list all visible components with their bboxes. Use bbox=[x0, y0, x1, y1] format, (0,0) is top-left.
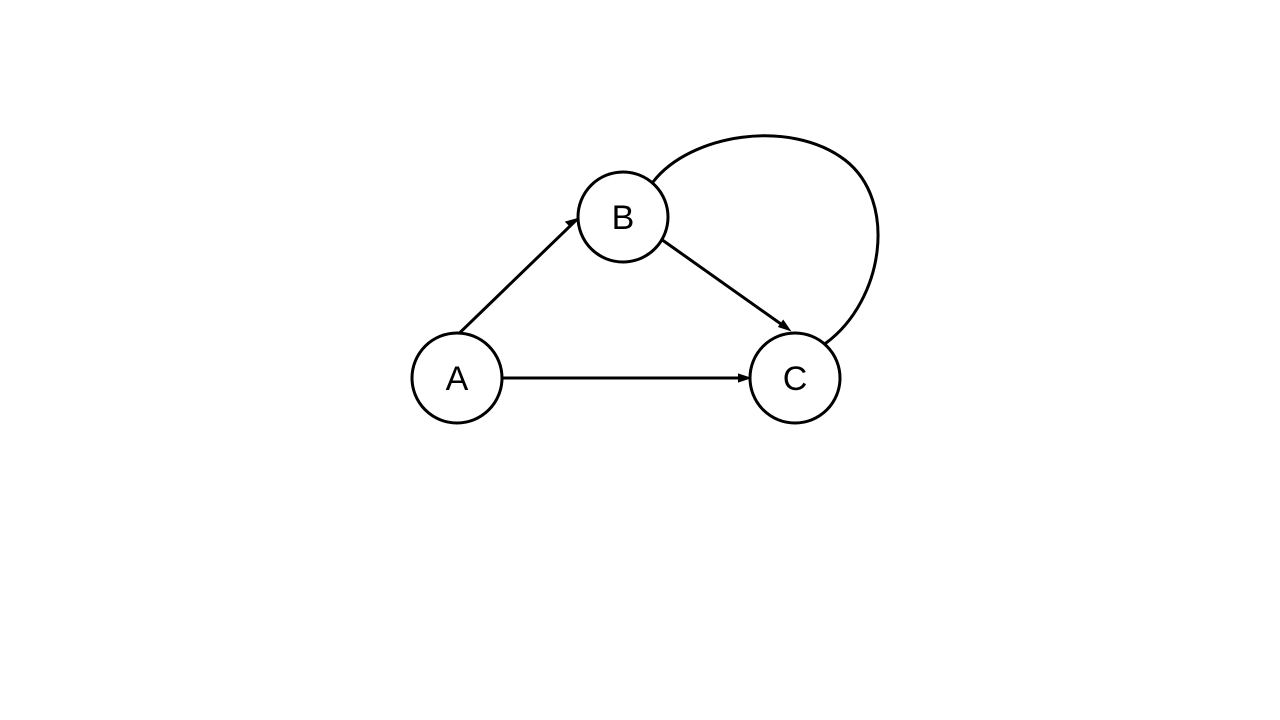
nodes-layer: A B C bbox=[410, 170, 842, 425]
edge-b-to-c-straight-path[interactable] bbox=[660, 238, 788, 330]
node-b[interactable]: B bbox=[576, 170, 670, 264]
node-a[interactable]: A bbox=[410, 331, 504, 425]
node-c-circle[interactable] bbox=[748, 331, 842, 425]
edges-layer bbox=[457, 134, 880, 383]
edge-b-to-c-curved[interactable] bbox=[651, 134, 880, 345]
edge-a-to-b-arrowhead-icon bbox=[564, 217, 579, 228]
edge-b-to-c-curved-path[interactable] bbox=[651, 134, 880, 345]
edge-a-to-c[interactable] bbox=[502, 373, 752, 383]
node-c[interactable]: C bbox=[748, 331, 842, 425]
edge-b-to-c-arrowhead-icon bbox=[777, 319, 792, 332]
node-b-circle[interactable] bbox=[576, 170, 670, 264]
node-a-circle[interactable] bbox=[410, 331, 504, 425]
edge-a-to-b[interactable] bbox=[457, 217, 579, 335]
edge-b-to-c-straight[interactable] bbox=[660, 238, 792, 332]
edge-a-to-b-path[interactable] bbox=[457, 218, 578, 335]
edge-a-to-c-arrowhead-icon bbox=[738, 373, 752, 383]
